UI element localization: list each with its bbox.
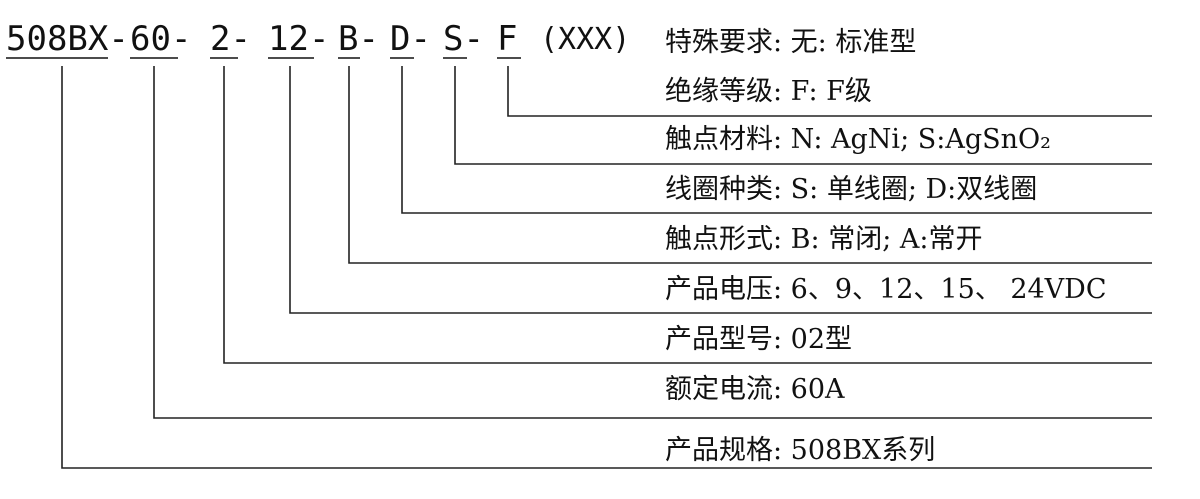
desc-special-requirement: 特殊要求: 无: 标准型 xyxy=(665,27,916,58)
code-segment-voltage: 12- xyxy=(268,19,329,59)
leader-series xyxy=(61,66,1152,469)
desc-rated-current: 额定电流: 60A xyxy=(665,374,845,405)
desc-product-voltage: 产品电压: 6、9、12、15、 24VDC xyxy=(665,274,1107,305)
desc-contact-form: 触点形式: B: 常闭; A:常开 xyxy=(665,224,982,255)
code-segment-current: 60- xyxy=(130,19,191,59)
code-segment-series: 508BX- xyxy=(6,19,129,59)
leader-model xyxy=(223,66,1152,364)
desc-product-model: 产品型号: 02型 xyxy=(665,324,852,355)
code-segment-contact-material: S- xyxy=(443,19,484,59)
code-suffix: (XXX) xyxy=(540,22,630,57)
leader-coil-type xyxy=(401,66,1152,214)
code-segment-coil-type: D- xyxy=(390,19,431,59)
code-segment-contact-form: B- xyxy=(338,19,379,59)
leader-voltage xyxy=(289,66,1152,314)
desc-contact-material: 触点材料: N: AgNi; S:AgSnO₂ xyxy=(665,124,1051,155)
leader-contact-material xyxy=(454,66,1152,165)
code-segment-model: 2- xyxy=(210,19,251,59)
desc-coil-type: 线圈种类: S: 单线圈; D:双线圈 xyxy=(665,174,1037,205)
desc-insulation-class: 绝缘等级: F: F级 xyxy=(665,76,872,107)
code-segment-insulation: F xyxy=(497,19,517,59)
desc-product-series: 产品规格: 508BX系列 xyxy=(665,435,935,466)
leader-insulation xyxy=(507,66,1152,117)
leader-contact-form xyxy=(348,66,1152,264)
leader-current xyxy=(153,66,1152,419)
